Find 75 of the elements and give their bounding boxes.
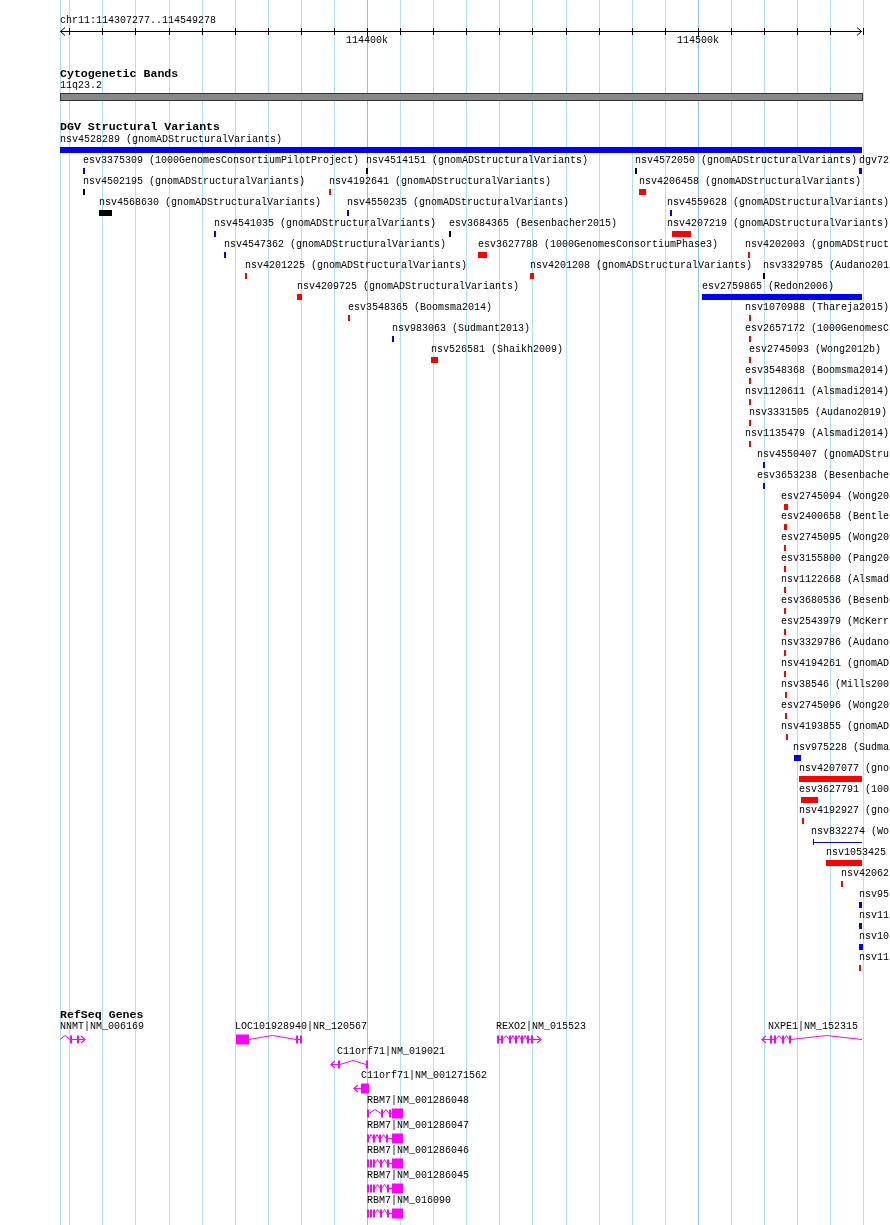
variant-label: nsv983063 (Sudmant2013) (392, 322, 531, 335)
variant-label: nsv3329786 (Audano (780, 637, 889, 650)
variant-label: nsv4209725 (gnomADStructuralVariants) (297, 280, 520, 293)
variant-label: esv2745095 (Wong20 (780, 532, 889, 545)
variant-label: nsv4550235 (gnomADStructuralVariants) (347, 196, 570, 209)
variant-label: esv3653238 (Besenbache (756, 469, 889, 482)
variant-label: nsv38546 (Mills200 (780, 679, 889, 692)
band-label: 11q23.2 (60, 80, 102, 92)
variant-label: esv3627788 (1000GenomesConsortiumPhase3) (478, 238, 719, 251)
variant-label: esv2759865 (Redon2006) (702, 280, 835, 293)
gene-label: RBM7|NM_001286046 (367, 1145, 470, 1157)
variant-label: nsv10 (859, 930, 889, 943)
variant-label: esv2745093 (Wong2012b) (749, 343, 882, 356)
variant-label: esv3684365 (Besenbacher2015) (449, 217, 618, 230)
gene-label: NXPE1|NM_152315 (768, 1021, 858, 1033)
variant-label: nsv4192641 (gnomADStructuralVariants) (329, 175, 552, 188)
variant-label: nsv4207219 (gnomADStructuralVariants) (666, 217, 889, 230)
variant-label: nsv832274 (Wo (811, 826, 889, 839)
variant-label: nsv3329785 (Audano201 (762, 259, 889, 272)
variant-label: dgv72 (859, 155, 889, 167)
tick-label: 114500k (677, 35, 719, 47)
gene-label: RBM7|NM_001286047 (367, 1120, 470, 1132)
variant-label: nsv975228 (Sudma (793, 742, 889, 755)
gene-label: NNMT|NM_006169 (60, 1021, 144, 1033)
variant-label: nsv4572050 (gnomADStructuralVariants) (635, 155, 858, 167)
variant-label: nsv4541035 (gnomADStructuralVariants) (214, 217, 437, 230)
variant-label: esv2745096 (Wong20 (780, 700, 889, 713)
variant-label: nsv4194261 (gnomAD (780, 658, 889, 671)
variant-label: esv3548368 (Boomsma2014) (744, 364, 889, 377)
variant-label: nsv4568630 (gnomADStructuralVariants) (99, 196, 322, 209)
variant-label: esv3680536 (Besenb (780, 595, 889, 608)
variant-label: nsv526581 (Shaikh2009) (431, 343, 564, 356)
variant-label: nsv11 (859, 951, 889, 964)
variant-label: nsv3331505 (Audano2019) (749, 406, 888, 419)
gene-label: RBM7|NM_001286045 (367, 1170, 470, 1182)
gene-label: LOC101928940|NR_120567 (235, 1021, 368, 1033)
variant-label: esv2400658 (Bentle (780, 511, 889, 524)
gene-label: C11orf71|NM_019021 (337, 1046, 446, 1058)
variant-label: nsv4550407 (gnomADStru (756, 448, 889, 461)
variant-label: nsv4559628 (gnomADStructuralVariants) (666, 196, 889, 209)
variant-label: nsv95 (859, 888, 889, 901)
track-title: DGV Structural Variants (60, 120, 221, 134)
variant-label: nsv11 (859, 909, 889, 922)
variant-label: esv3548365 (Boomsma2014) (348, 301, 493, 314)
variant-label: esv2745094 (Wong20 (780, 490, 889, 503)
variant-label: esv2657172 (1000GenomesC (744, 322, 889, 335)
variant-label: nsv1070988 (Thareja2015) (744, 301, 889, 314)
tick-label: 114400k (346, 35, 388, 47)
variant-label: nsv4202003 (gnomADStruct (744, 238, 889, 251)
gene-label: RBM7|NM_016090 (367, 1195, 451, 1207)
variant-label: esv2543979 (McKerr (780, 616, 889, 629)
variant-label: nsv4193855 (gnomAD (780, 721, 889, 734)
variant-label: nsv4502195 (gnomADStructuralVariants) (83, 175, 306, 188)
variant-label: nsv1120611 (Alsmadi2014) (744, 385, 889, 398)
variant-label: esv3375309 (1000GenomesConsortiumPilotProject) (83, 155, 360, 167)
variant-label: nsv42062 (841, 867, 889, 880)
variant-label: nsv1135479 (Alsmadi2014) (744, 427, 889, 440)
track-title: RefSeq Genes (60, 1008, 144, 1022)
location-label: chr11:114307277..114549278 (60, 15, 217, 27)
variant-label: esv3627791 (100 (799, 784, 889, 797)
variant-label: nsv4201225 (gnomADStructuralVariants) (245, 259, 468, 272)
variant-label: nsv4547362 (gnomADStructuralVariants) (224, 238, 447, 251)
variant-label: nsv1122668 (Alsmad (780, 574, 889, 587)
variant-label: nsv4528289 (gnomADStructuralVariants) (60, 134, 283, 146)
gene-label: REXO2|NM_015523 (496, 1021, 586, 1033)
variant-label: esv3155800 (Pang20 (780, 553, 889, 566)
variant-label: nsv4207077 (gno (799, 763, 889, 776)
gene-label: C11orf71|NM_001271562 (361, 1070, 488, 1082)
variant-label: nsv1053425 (826, 847, 886, 859)
track-title: Cytogenetic Bands (60, 67, 179, 81)
variant-label: nsv4206458 (gnomADStructuralVariants) (639, 175, 862, 188)
variant-label: nsv4514151 (gnomADStructuralVariants) (366, 155, 589, 167)
variant-label: nsv4192927 (gno (799, 805, 889, 818)
gene-label: RBM7|NM_001286048 (367, 1095, 470, 1107)
variant-label: nsv4201208 (gnomADStructuralVariants) (530, 259, 753, 272)
